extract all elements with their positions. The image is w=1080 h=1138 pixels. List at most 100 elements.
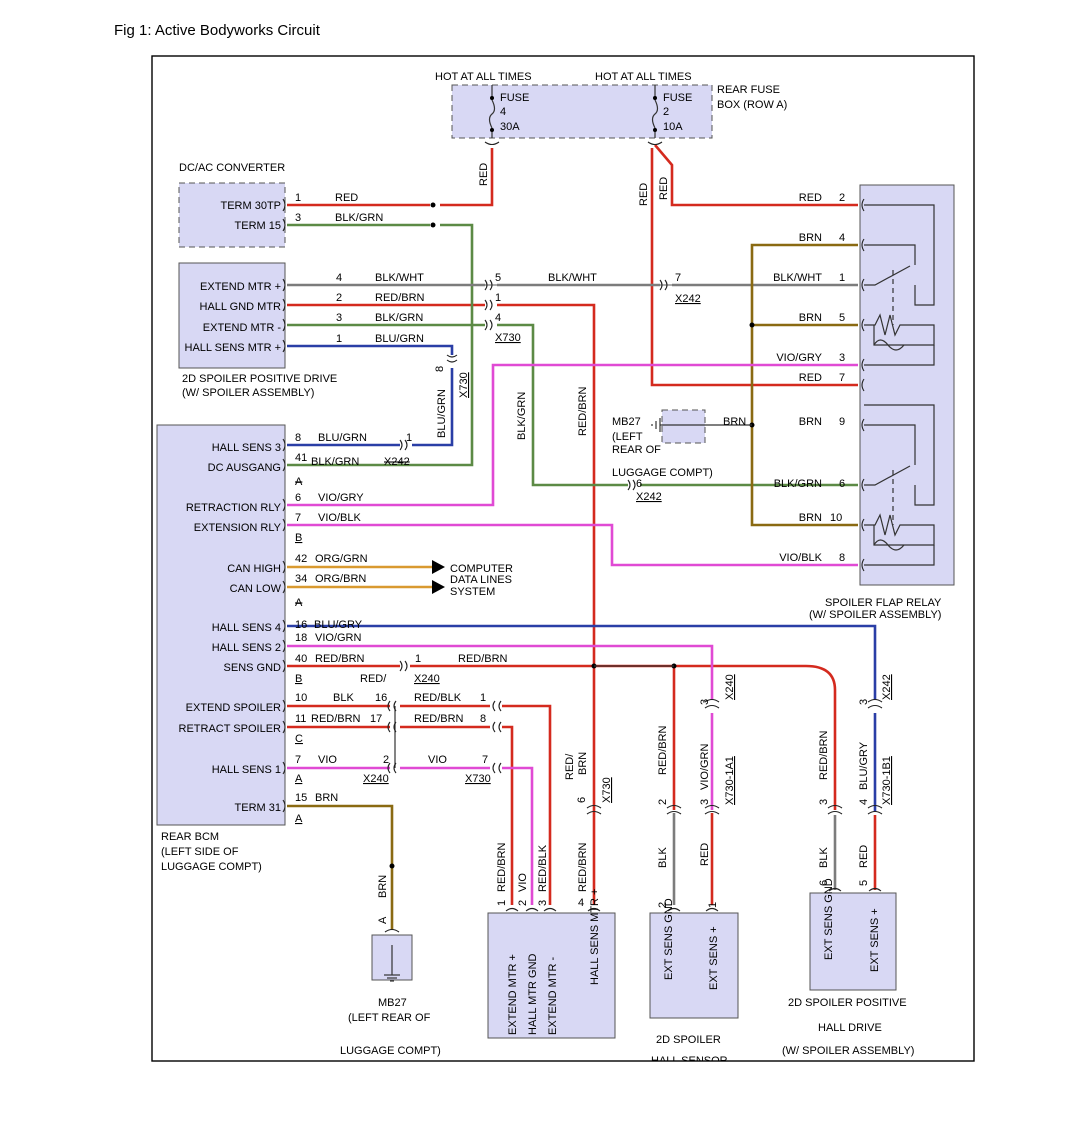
- svg-text:5: 5: [495, 272, 501, 284]
- svg-text:11: 11: [295, 713, 306, 725]
- ground-symbol-mid: [651, 418, 705, 432]
- svg-text:A: A: [295, 597, 303, 609]
- svg-text:RED: RED: [699, 843, 711, 866]
- svg-text:RED/BRN: RED/BRN: [818, 730, 830, 780]
- svg-text:BLK/GRN: BLK/GRN: [516, 392, 528, 440]
- svg-text:A: A: [295, 773, 303, 785]
- wire-red-fuse2-relay2: [654, 144, 858, 207]
- svg-text:EXTEND MTR +: EXTEND MTR +: [200, 281, 281, 293]
- svg-text:RED: RED: [638, 183, 650, 206]
- wire-red-fuse4: [440, 148, 494, 207]
- svg-text:BLK: BLK: [333, 692, 354, 704]
- svg-text:TERM 31: TERM 31: [235, 802, 281, 814]
- drive-name: 2D SPOILER POSITIVE DRIVE: [182, 373, 337, 385]
- svg-text:HALL DRIVE: HALL DRIVE: [818, 1022, 882, 1034]
- svg-text:BRN: BRN: [799, 512, 822, 524]
- svg-text:2: 2: [657, 902, 669, 908]
- svg-text:HALL MTR GND: HALL MTR GND: [527, 953, 539, 1035]
- svg-text:HALL SENS 3: HALL SENS 3: [212, 442, 281, 454]
- svg-text:17: 17: [370, 713, 382, 725]
- svg-text:EXTEND MTR -: EXTEND MTR -: [547, 956, 559, 1035]
- svg-text:EXTEND MTR +: EXTEND MTR +: [507, 954, 519, 1035]
- svg-text:X730: X730: [458, 372, 470, 398]
- svg-text:X242: X242: [636, 491, 662, 503]
- svg-text:BLU/GRN: BLU/GRN: [318, 432, 367, 444]
- svg-text:RED/BRN: RED/BRN: [414, 713, 464, 725]
- svg-text:34: 34: [295, 573, 307, 585]
- svg-text:BLK/GRN: BLK/GRN: [375, 312, 423, 324]
- wire-vio-grn: [287, 644, 714, 810]
- svg-text:(LEFT: (LEFT: [612, 431, 643, 443]
- svg-text:9: 9: [839, 416, 845, 428]
- svg-text:RED: RED: [858, 845, 870, 868]
- svg-text:RED/BRN: RED/BRN: [458, 653, 508, 665]
- svg-text:3: 3: [537, 900, 549, 906]
- svg-text:TERM 30TP: TERM 30TP: [220, 200, 281, 212]
- svg-text:X242: X242: [675, 293, 701, 305]
- svg-text:VIO: VIO: [428, 754, 447, 766]
- wire-vio-gry: [287, 363, 858, 507]
- svg-text:RED/BLK: RED/BLK: [537, 844, 549, 892]
- figure-title: Fig 1: Active Bodyworks Circuit: [114, 22, 320, 39]
- svg-text:X730: X730: [495, 332, 521, 344]
- dcac-converter-box: [178, 182, 286, 248]
- svg-text:RETRACT SPOILER: RETRACT SPOILER: [179, 723, 282, 735]
- svg-text:1: 1: [336, 333, 342, 345]
- svg-text:RED/: RED/: [564, 753, 576, 780]
- svg-text:X240: X240: [363, 773, 389, 785]
- wire-red-brn-retract: [287, 725, 514, 905]
- svg-text:BLK/GRN: BLK/GRN: [774, 478, 822, 490]
- svg-text:B: B: [295, 673, 302, 685]
- svg-text:RED: RED: [799, 192, 822, 204]
- wire-red-brn-hall-gnd: [287, 303, 596, 905]
- svg-text:1: 1: [415, 653, 421, 665]
- wire-brn-term31: [287, 804, 394, 930]
- svg-text:HALL SENS MTR +: HALL SENS MTR +: [589, 889, 601, 985]
- svg-text:6: 6: [818, 880, 830, 886]
- svg-text:X730: X730: [465, 773, 491, 785]
- svg-text:7: 7: [482, 754, 488, 766]
- svg-text:RED/BLK: RED/BLK: [414, 692, 462, 704]
- svg-text:BLK/WHT: BLK/WHT: [375, 272, 424, 284]
- svg-text:BRN: BRN: [577, 752, 589, 775]
- svg-text:1: 1: [295, 192, 301, 204]
- svg-text:6: 6: [295, 492, 301, 504]
- svg-text:(W/ SPOILER ASSEMBLY): (W/ SPOILER ASSEMBLY): [182, 387, 314, 399]
- spoiler-flap-relay-box: [859, 184, 955, 586]
- svg-text:5: 5: [858, 880, 870, 886]
- svg-text:16: 16: [375, 692, 387, 704]
- svg-text:30A: 30A: [500, 121, 520, 133]
- svg-text:10: 10: [295, 692, 307, 704]
- svg-text:REAR OF: REAR OF: [612, 444, 661, 456]
- svg-text:1: 1: [480, 692, 486, 704]
- svg-text:(W/ SPOILER ASSEMBLY): (W/ SPOILER ASSEMBLY): [782, 1045, 914, 1057]
- spoiler-motor-box: [487, 912, 616, 1039]
- svg-text:CAN HIGH: CAN HIGH: [227, 563, 281, 575]
- wire-blu-grn: [287, 344, 454, 447]
- svg-text:15: 15: [295, 792, 307, 804]
- svg-text:RED: RED: [478, 163, 490, 186]
- wire-blk-grn-extend-mtr-minus: [287, 323, 858, 487]
- hot-label-2: HOT AT ALL TIMES: [595, 71, 692, 83]
- svg-text:X242: X242: [384, 456, 410, 468]
- hall-drive-name: 2D SPOILER POSITIVE: [788, 997, 907, 1009]
- svg-text:8: 8: [434, 366, 446, 372]
- svg-text:CAN LOW: CAN LOW: [230, 583, 282, 595]
- svg-text:1: 1: [496, 900, 508, 906]
- svg-text:VIO: VIO: [517, 873, 529, 892]
- svg-text:EXTENSION RLY: EXTENSION RLY: [194, 522, 282, 534]
- svg-text:LUGGAGE COMPT): LUGGAGE COMPT): [340, 1045, 441, 1057]
- svg-text:BLK/GRN: BLK/GRN: [335, 212, 383, 224]
- svg-text:ORG/GRN: ORG/GRN: [315, 553, 368, 565]
- svg-text:5: 5: [839, 312, 845, 324]
- arrow-can-high: [432, 560, 445, 574]
- svg-text:4: 4: [495, 312, 501, 324]
- dcac-name: DC/AC CONVERTER: [179, 162, 285, 174]
- svg-text:7: 7: [295, 754, 301, 766]
- svg-text:4: 4: [839, 232, 845, 244]
- wire-brn-relay-4: [750, 243, 858, 527]
- svg-text:2: 2: [517, 900, 529, 906]
- svg-text:VIO: VIO: [318, 754, 337, 766]
- svg-text:4: 4: [500, 106, 506, 118]
- ground-mb27-mid-box: [661, 409, 706, 444]
